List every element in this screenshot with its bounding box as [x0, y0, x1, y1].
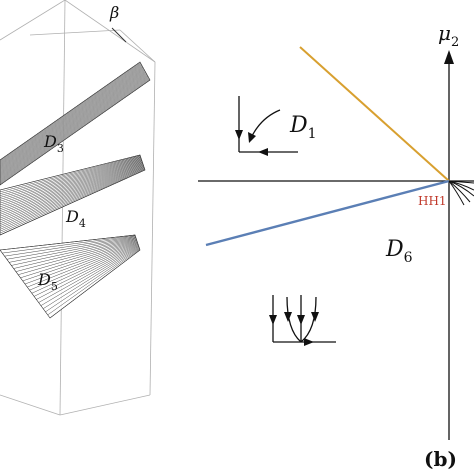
hatch-line [0, 165, 144, 223]
region-label-d6: D6 [385, 237, 413, 266]
hatch-line [0, 156, 141, 196]
hatch-line [0, 169, 145, 234]
hatch-line [0, 155, 141, 193]
hatch-line [0, 62, 141, 162]
hatch-line [45, 248, 140, 313]
beta-label: β [109, 3, 119, 22]
hatch-line [0, 159, 142, 204]
hatch-line [0, 167, 145, 230]
hatch-line [0, 73, 147, 177]
mu2-axis-label: μ2 [438, 21, 459, 50]
hatch-line [2, 235, 136, 254]
hatch-line [20, 240, 138, 279]
bounding-box [0, 0, 156, 416]
hatch-line [40, 247, 140, 306]
vertical-axis-arrowhead [444, 50, 454, 64]
surfaces-group [0, 61, 151, 319]
hatch-line [0, 162, 143, 213]
hatch-line [0, 169, 146, 236]
hatch-line [38, 246, 139, 303]
hatch-line [0, 70, 145, 172]
hatch-line [0, 76, 149, 181]
hatch-line [29, 243, 139, 291]
orange-bifurcation-curve [299, 46, 450, 182]
hatch-line [0, 78, 150, 184]
hatch-line [9, 237, 136, 263]
hatch-line [0, 157, 142, 200]
hatch-line [13, 238, 137, 269]
hatch-line [0, 79, 150, 185]
phase-portrait-node-icon [269, 295, 336, 346]
hh1-point-label: HH1 [418, 194, 447, 208]
hatch-line [0, 164, 144, 221]
hatch-line [0, 163, 143, 217]
hatch-line [0, 75, 148, 180]
hatch-line [0, 168, 145, 232]
hatch-line [0, 157, 141, 198]
hatch-line [0, 74, 148, 179]
hatch-line [49, 249, 141, 319]
hatch-line [43, 247, 140, 309]
hatch-line [0, 63, 141, 163]
hatch-line [0, 156, 141, 194]
hatch-line [36, 245, 139, 300]
hatch-line [0, 72, 147, 176]
hatch-line [0, 64, 142, 165]
panel-a-3d-plot: β D3 D4 D5 [0, 0, 156, 416]
hatch-line [0, 77, 149, 182]
hatch-line [15, 239, 137, 272]
hatch-line [27, 242, 138, 288]
curve-fan-near-origin [448, 180, 474, 206]
hatch-line [0, 71, 146, 174]
hatch-line [0, 65, 143, 166]
surface-label-d5: D5 [37, 270, 58, 293]
panel-b-diagram: μ2 HH1 D1 D6 [198, 21, 474, 471]
surface-d4 [0, 154, 146, 236]
hatch-line [11, 238, 137, 266]
hatch-line [0, 61, 141, 161]
hatch-line [0, 72, 146, 175]
panel-b-tag: (b) [424, 447, 457, 471]
hatch-line [0, 166, 145, 226]
hatch-line [24, 242, 138, 285]
hatch-line [6, 236, 136, 260]
hatch-line [47, 249, 140, 316]
surface-label-d3: D3 [43, 132, 64, 155]
hatch-line [0, 162, 143, 215]
hatch-line [0, 161, 143, 209]
hatch-line [0, 68, 144, 170]
hatch-line [0, 154, 141, 191]
hatch-line [0, 63, 142, 164]
hatch-line [22, 241, 138, 282]
hatch-line [0, 77, 149, 183]
surface-d3 [0, 61, 151, 186]
hatch-line [18, 240, 137, 275]
hatch-line [0, 167, 145, 228]
hatch-line [0, 66, 143, 167]
hatch-line [0, 166, 144, 224]
hatch-line [0, 164, 144, 219]
surface-d5 [0, 234, 141, 319]
hatch-line [0, 68, 144, 169]
hatch-line [0, 74, 148, 178]
hatch-line [4, 236, 136, 257]
phase-portrait-d1-icon [235, 96, 298, 156]
surface-label-d4: D4 [65, 207, 86, 230]
blue-bifurcation-curve [205, 179, 450, 247]
hatch-line [0, 234, 136, 251]
hatch-line [31, 244, 139, 294]
hatch-line [0, 67, 144, 168]
hatch-line [0, 159, 142, 206]
hatch-line [0, 161, 143, 211]
hatch-line [33, 245, 139, 297]
hatch-line [0, 160, 142, 208]
hatch-line [0, 79, 151, 186]
hatch-line [0, 65, 143, 165]
beta-axis-tick [111, 27, 127, 43]
hatch-line [0, 69, 145, 171]
region-label-d1: D1 [289, 113, 317, 142]
hatch-line [0, 70, 146, 173]
hatch-line [0, 158, 142, 202]
